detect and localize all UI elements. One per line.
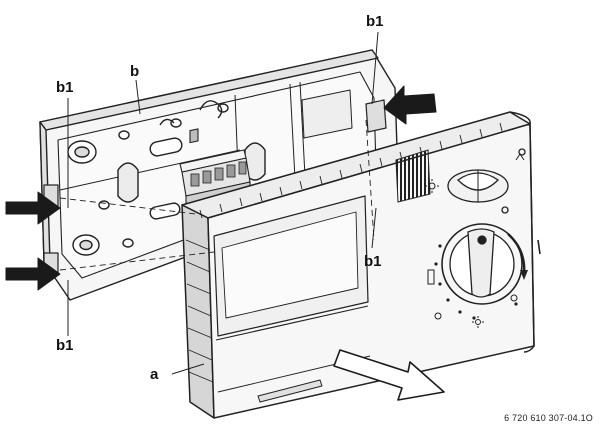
guide-lines (59, 119, 375, 271)
arrow-left-upper (5, 191, 61, 225)
label-a: a (150, 366, 159, 383)
controller-front-housing (181, 111, 535, 419)
label-b1-bottom-left: b1 (56, 337, 74, 354)
arrow-left-lower (5, 257, 61, 291)
arrow-pull-off (333, 349, 445, 401)
arrow-top-right (383, 85, 437, 125)
label-b1-top-right: b1 (366, 13, 384, 30)
grip-ridges (395, 149, 431, 203)
label-b: b (130, 63, 140, 80)
label-b1-top-left: b1 (56, 79, 74, 96)
control-panel (395, 148, 541, 328)
figure-code: 6 720 610 307-04.1O (504, 413, 593, 423)
terminal-block (179, 128, 251, 205)
direction-arrows (5, 85, 445, 401)
callout-leaders (67, 31, 379, 375)
label-b1-middle: b1 (364, 253, 382, 270)
top-right-clip (365, 99, 387, 133)
